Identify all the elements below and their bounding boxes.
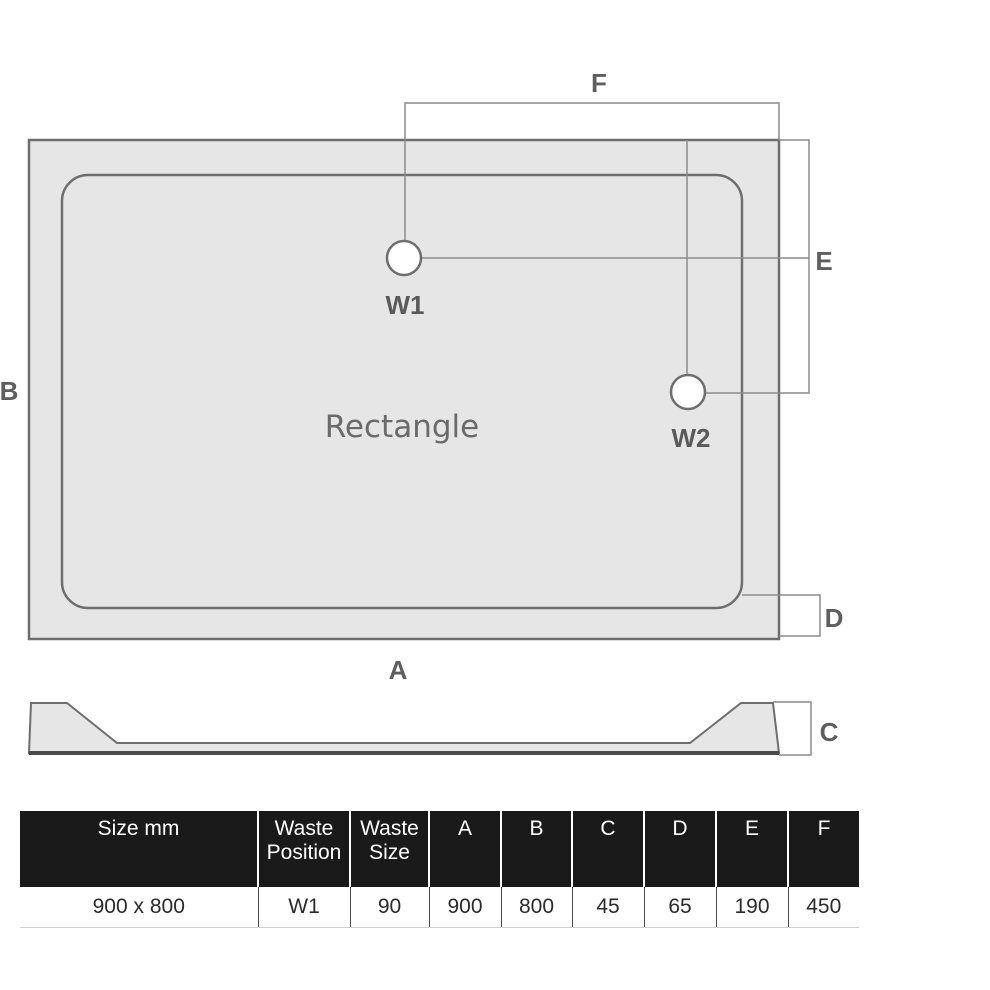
- header-waste-position: Waste Position: [257, 811, 350, 887]
- header-f: F: [787, 811, 859, 887]
- cell-d: 65: [643, 887, 716, 928]
- tray-inner-basin: [60, 173, 744, 610]
- dimension-f-label: F: [591, 68, 607, 98]
- cell-waste-position: W1: [257, 887, 350, 928]
- dimension-c-bracket: [773, 701, 812, 756]
- cell-b: 800: [500, 887, 572, 928]
- dimension-c-label: C: [820, 717, 839, 747]
- waste-w1-label: W1: [386, 290, 425, 320]
- header-a: A: [428, 811, 501, 887]
- waste-w2-hole: [669, 373, 707, 411]
- dimension-e-label: E: [815, 246, 832, 276]
- header-b: B: [500, 811, 572, 887]
- cell-f: 450: [787, 887, 859, 928]
- header-c: C: [571, 811, 644, 887]
- waste-w1-hole: [385, 239, 423, 277]
- waste-w2-label: W2: [672, 423, 711, 453]
- cell-c: 45: [571, 887, 644, 928]
- dimension-d-label: D: [825, 603, 844, 633]
- dimension-a-label: A: [389, 655, 408, 685]
- spec-table-header-row: Size mm Waste Position Waste Size A B C …: [20, 811, 859, 887]
- dimension-d-bracket: [742, 594, 821, 637]
- cell-e: 190: [715, 887, 788, 928]
- dimension-f-bracket: [404, 102, 780, 245]
- cell-waste-size: 90: [349, 887, 429, 928]
- header-size: Size mm: [20, 811, 258, 887]
- shape-label: Rectangle: [325, 409, 479, 445]
- tray-side-profile: [27, 702, 781, 754]
- header-waste-size: Waste Size: [349, 811, 429, 887]
- table-row: 900 x 800 W1 90 900 800 45 65 190 450: [20, 887, 859, 928]
- header-e: E: [715, 811, 788, 887]
- cell-a: 900: [428, 887, 501, 928]
- header-d: D: [643, 811, 716, 887]
- tray-diagram: Rectangle W1 W2 F E B D A C: [0, 68, 844, 756]
- dimension-b-label: B: [0, 376, 18, 406]
- spec-table: Size mm Waste Position Waste Size A B C …: [20, 811, 859, 928]
- dimension-e-bracket: [705, 139, 810, 394]
- cell-size: 900 x 800: [20, 887, 258, 928]
